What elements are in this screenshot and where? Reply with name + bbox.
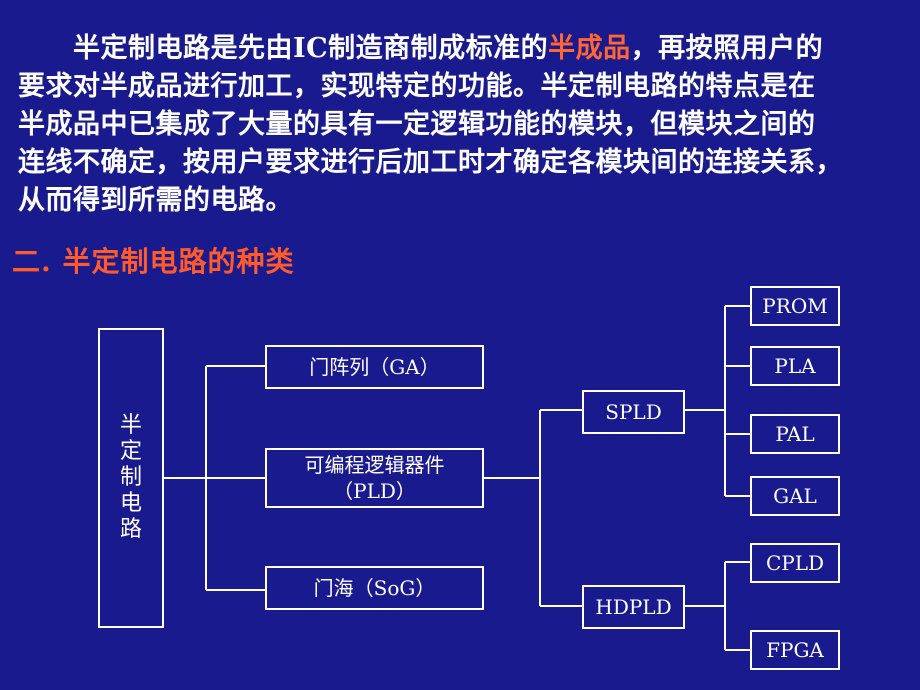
pal-box: PAL (750, 414, 840, 454)
pld-label-line1: 可编程逻辑器件 (304, 453, 445, 477)
paragraph-line-1: 半定制电路是先由IC制造商制成标准的半成品，再按照用户的 (73, 33, 824, 64)
hdpld-box: HDPLD (582, 585, 685, 629)
root-char: 定 (119, 439, 142, 464)
gal-box: GAL (750, 476, 840, 516)
pld-label-line2: （PLD） (333, 479, 416, 503)
root-char: 路 (119, 517, 142, 542)
ga-box: 门阵列（GA） (265, 345, 484, 389)
paragraph-line-5: 从而得到所需的电路。 (18, 185, 293, 216)
sog-box: 门海（SoG） (265, 566, 484, 610)
root-char: 制 (119, 465, 142, 490)
intro-paragraph: 半定制电路是先由IC制造商制成标准的半成品，再按照用户的 要求对半成品进行加工，… (18, 30, 913, 220)
paragraph-line-3: 半成品中已集成了大量的具有一定逻辑功能的模块，但模块之间的 (18, 109, 816, 140)
root-char: 电 (119, 491, 142, 516)
spld-box: SPLD (582, 390, 685, 434)
paragraph-line-2: 要求对半成品进行加工，实现特定的功能。半定制电路的特点是在 (18, 71, 816, 102)
pld-box: 可编程逻辑器件 （PLD） (265, 448, 484, 508)
pla-box: PLA (750, 346, 840, 386)
section-title: 二. 半定制电路的种类 (12, 245, 295, 278)
fpga-box: FPGA (750, 630, 840, 670)
highlight-semi-finished: 半成品 (548, 33, 631, 64)
root-semi-custom-box: 半 定 制 电 路 (98, 328, 164, 628)
paragraph-line-4: 连线不确定，按用户要求进行后加工时才确定各模块间的连接关系， (18, 147, 843, 178)
cpld-box: CPLD (750, 543, 840, 583)
root-char: 半 (119, 413, 142, 438)
prom-box: PROM (750, 286, 840, 326)
